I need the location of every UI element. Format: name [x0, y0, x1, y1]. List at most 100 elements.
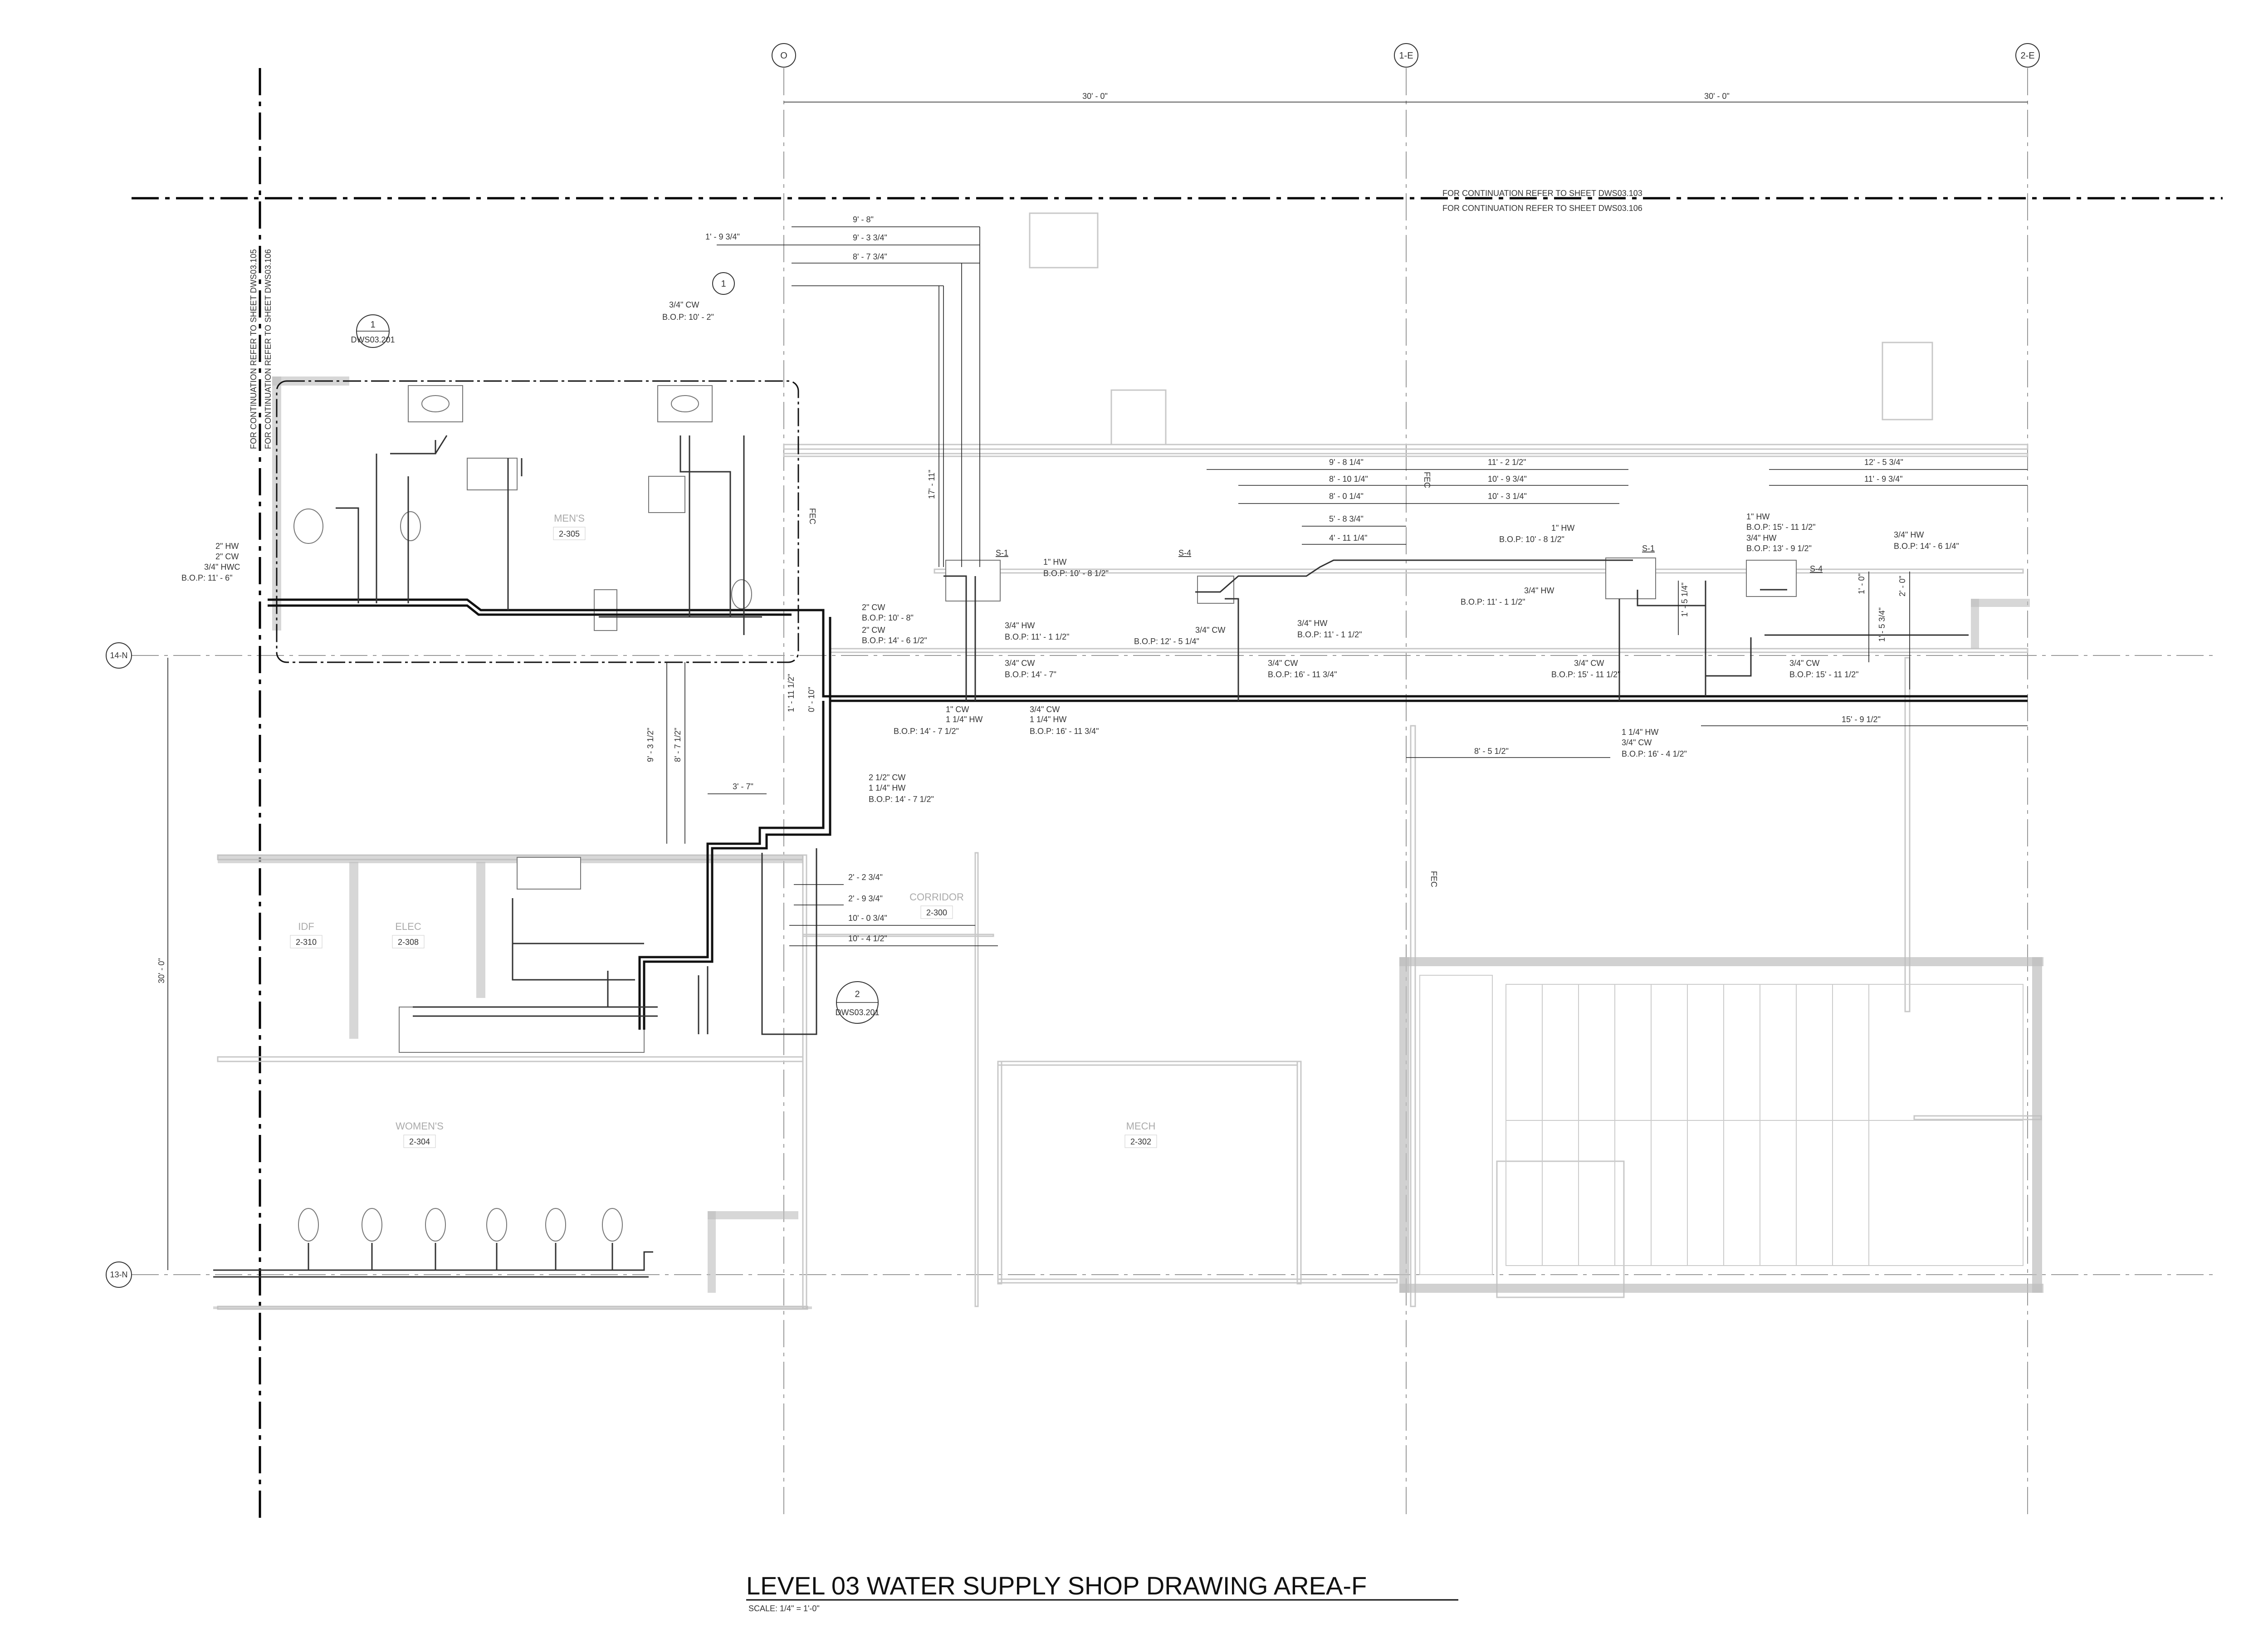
- svg-text:2-300: 2-300: [926, 908, 947, 917]
- left-dim: 30' - 0": [157, 958, 166, 983]
- dim-7: 8' - 10 1/4": [1329, 474, 1368, 484]
- dim-5: 17' - 11": [927, 469, 936, 499]
- dim-30: 10' - 4 1/2": [848, 934, 887, 943]
- svg-text:B.O.P: 11' - 1 1/2": B.O.P: 11' - 1 1/2": [1005, 632, 1070, 641]
- dim-27: 2' - 2 3/4": [848, 873, 883, 882]
- svg-text:CORRIDOR: CORRIDOR: [909, 891, 964, 903]
- svg-text:FEC: FEC: [1422, 472, 1432, 488]
- dim-12: 10' - 9 3/4": [1488, 474, 1527, 484]
- dim-3: 9' - 3 3/4": [853, 233, 887, 242]
- svg-text:B.O.P: 16' - 11 3/4": B.O.P: 16' - 11 3/4": [1030, 727, 1099, 736]
- svg-text:B.O.P: 10' - 8 1/2": B.O.P: 10' - 8 1/2": [1499, 535, 1564, 544]
- svg-text:1" HW: 1" HW: [1043, 557, 1066, 567]
- svg-text:1 1/4" HW: 1 1/4" HW: [946, 715, 982, 724]
- top-dim-1: 30' - 0": [1082, 92, 1108, 101]
- svg-text:B.O.P: 10' - 8 1/2": B.O.P: 10' - 8 1/2": [1043, 569, 1109, 578]
- room-tag-womens: WOMEN'S 2-304: [396, 1120, 444, 1148]
- svg-text:3/4" HW: 3/4" HW: [1524, 586, 1554, 595]
- svg-text:MECH: MECH: [1126, 1120, 1156, 1132]
- dim-4: 8' - 7 3/4": [853, 252, 887, 261]
- svg-text:O: O: [780, 51, 787, 61]
- svg-text:3/4" CW: 3/4" CW: [1789, 659, 1819, 668]
- svg-text:B.O.P: 14' - 7 1/2": B.O.P: 14' - 7 1/2": [869, 795, 934, 804]
- svg-text:2" CW: 2" CW: [862, 603, 885, 612]
- svg-text:B.O.P: 14' - 7": B.O.P: 14' - 7": [1005, 670, 1056, 679]
- detail-bubble-1: 1 DWS03.201: [351, 314, 395, 348]
- svg-text:DWS03.201: DWS03.201: [351, 335, 395, 344]
- dim-6: 9' - 8 1/4": [1329, 458, 1364, 467]
- svg-text:1 1/4" HW: 1 1/4" HW: [1622, 728, 1658, 737]
- svg-text:FEC: FEC: [1429, 871, 1438, 887]
- svg-text:B.O.P: 11' - 6": B.O.P: 11' - 6": [181, 573, 233, 582]
- room-tag-mens: MEN'S 2-305: [553, 513, 586, 540]
- room-tag-corridor: CORRIDOR 2-300: [909, 891, 964, 919]
- svg-text:DWS03.201: DWS03.201: [835, 1008, 879, 1017]
- svg-text:1 1/4" HW: 1 1/4" HW: [869, 783, 905, 792]
- dim-2: 1' - 9 3/4": [705, 232, 740, 241]
- svg-text:3/4" CW: 3/4" CW: [1268, 659, 1298, 668]
- svg-text:B.O.P: 14' - 6 1/4": B.O.P: 14' - 6 1/4": [1894, 542, 1959, 551]
- dim-16: 1' - 0": [1857, 573, 1866, 594]
- sink-tags: S-1 S-4 S-1 S-4: [996, 544, 1823, 573]
- svg-text:1 1/4" HW: 1 1/4" HW: [1030, 715, 1066, 724]
- svg-text:B.O.P: 11' - 1 1/2": B.O.P: 11' - 1 1/2": [1461, 597, 1525, 606]
- svg-text:2" HW: 2" HW: [215, 542, 239, 551]
- grid-column-bubble-2e: 2-E: [2015, 43, 2040, 68]
- detail-bubble-2: 2 DWS03.201: [835, 981, 880, 1024]
- svg-text:2: 2: [855, 989, 860, 999]
- svg-text:14-N: 14-N: [110, 651, 127, 660]
- svg-text:2-304: 2-304: [409, 1137, 430, 1146]
- svg-text:1: 1: [721, 279, 726, 289]
- grid-column-bubble-1e: 1-E: [1394, 43, 1418, 68]
- svg-text:1" HW: 1" HW: [1551, 523, 1574, 533]
- svg-text:B.O.P: 13' - 9 1/2": B.O.P: 13' - 9 1/2": [1746, 544, 1812, 553]
- svg-text:3/4" HW: 3/4" HW: [1297, 619, 1327, 628]
- sink-tag-1: S-1: [996, 548, 1008, 557]
- svg-text:B.O.P: 10' - 8": B.O.P: 10' - 8": [862, 613, 914, 622]
- dim-28: 2' - 9 3/4": [848, 894, 883, 903]
- svg-text:3/4" CW: 3/4" CW: [1622, 738, 1652, 747]
- dim-21: 8' - 5 1/2": [1474, 747, 1509, 756]
- top-grid-dimensions: 30' - 0" 30' - 0" 30' - 0": [157, 92, 2028, 1270]
- dimension-text: 9' - 8" 1' - 9 3/4" 9' - 3 3/4" 8' - 7 3…: [646, 215, 1907, 943]
- masonry-walls: [213, 376, 2043, 1309]
- dim-22: 9' - 3 1/2": [646, 728, 655, 762]
- svg-text:2-302: 2-302: [1130, 1137, 1151, 1146]
- svg-text:3/4" CW: 3/4" CW: [1574, 659, 1604, 668]
- svg-text:2" CW: 2" CW: [215, 552, 239, 561]
- stair: [1419, 975, 2024, 1275]
- dim-9: 5' - 8 3/4": [1329, 514, 1364, 523]
- svg-text:B.O.P: 16' - 11 3/4": B.O.P: 16' - 11 3/4": [1268, 670, 1337, 679]
- svg-text:B.O.P: 14' - 6 1/2": B.O.P: 14' - 6 1/2": [862, 636, 927, 645]
- svg-text:B.O.P: 15' - 11 1/2": B.O.P: 15' - 11 1/2": [1789, 670, 1859, 679]
- dimension-lines: [666, 226, 2028, 946]
- svg-text:3/4" CW: 3/4" CW: [1195, 626, 1225, 635]
- drawing-title: LEVEL 03 WATER SUPPLY SHOP DRAWING AREA-…: [746, 1571, 1367, 1600]
- room-tag-idf: IDF 2-310: [290, 921, 323, 949]
- fec-labels: FEC FEC FEC: [808, 472, 1438, 887]
- svg-text:3/4" CW: 3/4" CW: [1005, 659, 1035, 668]
- dim-14: 12' - 5 3/4": [1864, 458, 1903, 467]
- svg-text:B.O.P: 12' - 5 1/4": B.O.P: 12' - 5 1/4": [1134, 637, 1199, 646]
- svg-text:3/4" CW: 3/4" CW: [1030, 705, 1060, 714]
- dim-13: 10' - 3 1/4": [1488, 492, 1527, 501]
- dim-17: 2' - 0": [1898, 576, 1907, 596]
- pipe-labels: 3/4" CW B.O.P: 10' - 2" 2" HW 2" CW 3/4"…: [181, 300, 1959, 804]
- plumbing-fixtures: [293, 385, 1797, 1242]
- continuation-top-1: FOR CONTINUATION REFER TO SHEET DWS03.10…: [1442, 189, 1642, 198]
- svg-text:FEC: FEC: [808, 508, 817, 524]
- svg-text:3/4" HW: 3/4" HW: [1005, 621, 1035, 630]
- drawing-scale: SCALE: 1/4" = 1'-0": [748, 1604, 820, 1613]
- svg-text:3/4" HWC: 3/4" HWC: [204, 562, 240, 572]
- drawing-title-block: LEVEL 03 WATER SUPPLY SHOP DRAWING AREA-…: [746, 1571, 1458, 1613]
- continuation-left-1: FOR CONTINUATION REFER TO SHEET DWS03.10…: [249, 249, 258, 449]
- grid-column-bubble-o: O: [772, 43, 796, 68]
- continuation-top-2: FOR CONTINUATION REFER TO SHEET DWS03.10…: [1442, 204, 1642, 213]
- grid-lines: [132, 68, 2214, 1520]
- grid-row-bubble-13n: 13-N: [106, 1261, 132, 1288]
- dim-24: 3' - 7": [733, 782, 753, 791]
- svg-text:2 1/2" CW: 2 1/2" CW: [869, 773, 905, 782]
- svg-text:3/4" HW: 3/4" HW: [1894, 530, 1924, 539]
- svg-text:1" HW: 1" HW: [1746, 512, 1769, 521]
- svg-text:1: 1: [370, 320, 375, 330]
